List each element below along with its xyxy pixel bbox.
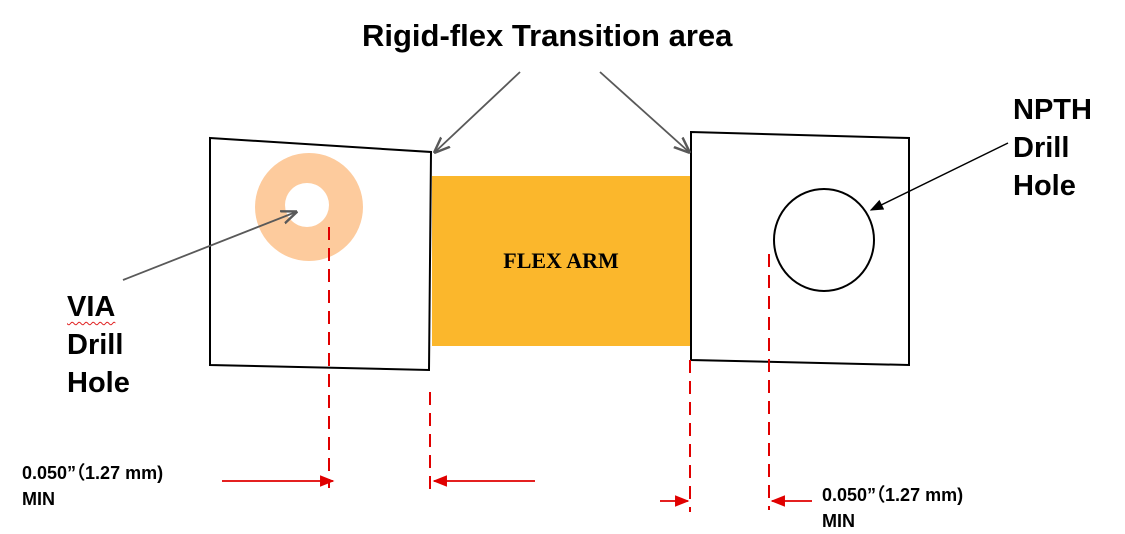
- npth-leader-arrow: [869, 142, 1009, 211]
- via-label-line-3: Hole: [67, 367, 130, 399]
- dimension-label-right: 0.050”（1.27 mm) MIN: [822, 482, 963, 534]
- flex-arm-label: FLEX ARM: [503, 248, 619, 273]
- dimension-label-left: 0.050”（1.27 mm) MIN: [22, 460, 163, 512]
- via-label-line-1: VIA: [67, 291, 116, 323]
- via-drill-hole-label: VIA Drill Hole: [67, 288, 130, 402]
- dimension-right-suffix: MIN: [822, 511, 855, 531]
- npth-label-line-1: NPTH: [1013, 94, 1092, 126]
- dimension-left-value: 0.050”（1.27 mm): [22, 463, 164, 483]
- transition-arrow-right: [599, 71, 689, 152]
- diagram-title: Rigid-flex Transition area: [362, 18, 733, 53]
- npth-label-line-3: Hole: [1013, 170, 1076, 202]
- transition-arrow-left: [435, 71, 521, 152]
- via-drill-hole: [285, 183, 329, 227]
- dimension-left-suffix: MIN: [22, 489, 55, 509]
- via-leader-arrow: [122, 212, 296, 281]
- dimension-right-value: 0.050”（1.27 mm): [822, 485, 964, 505]
- npth-drill-hole-label: NPTH Drill Hole: [1013, 91, 1092, 205]
- via-label-line-2: Drill: [67, 329, 124, 361]
- npth-drill-hole: [773, 188, 875, 292]
- npth-label-line-2: Drill: [1013, 132, 1070, 164]
- flex-arm: [432, 176, 690, 346]
